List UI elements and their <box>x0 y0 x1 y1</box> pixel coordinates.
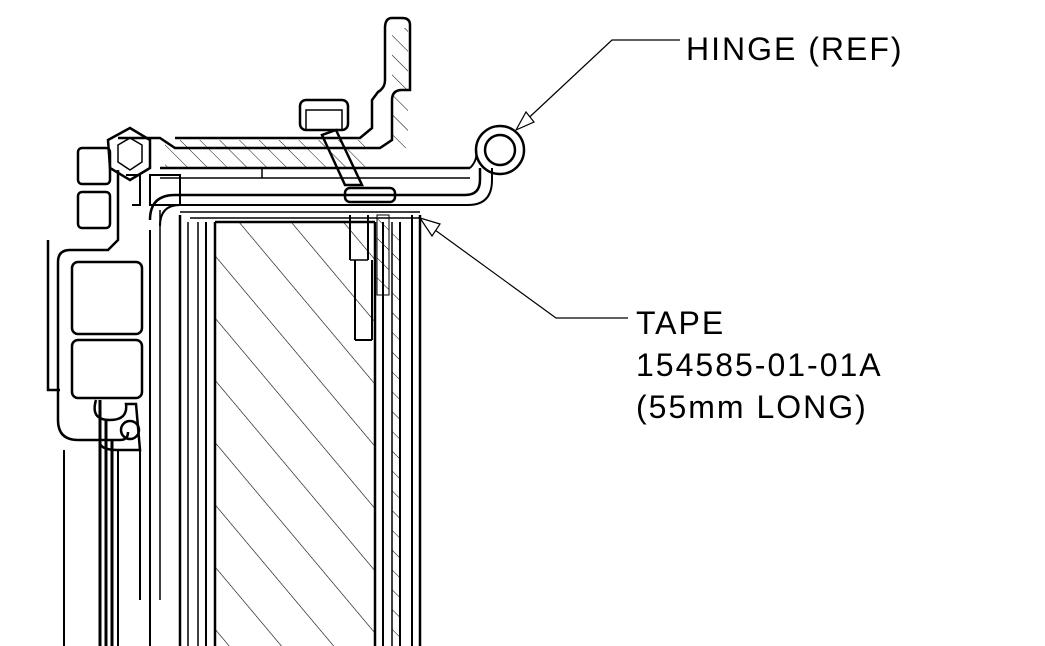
tape-callout-length-note: (55mm LONG) <box>636 389 868 425</box>
hinge-callout-label: HINGE (REF) <box>686 31 904 67</box>
latch-clip <box>298 98 397 341</box>
tape-callout: TAPE 154585-01-01A (55mm LONG) <box>636 302 883 428</box>
tape-callout-part-number: 154585-01-01A <box>636 347 883 383</box>
left-frame-walls <box>149 210 207 646</box>
tape-callout-title: TAPE <box>636 305 726 341</box>
lower-left-glazing <box>63 400 141 646</box>
panel-core <box>213 220 377 646</box>
left-seal-profile <box>46 126 181 452</box>
hinge-barrel <box>469 124 526 176</box>
tape-leader <box>418 216 628 319</box>
upper-rail <box>118 16 493 227</box>
hinge-leader <box>514 39 680 132</box>
right-frame-walls <box>382 215 422 646</box>
